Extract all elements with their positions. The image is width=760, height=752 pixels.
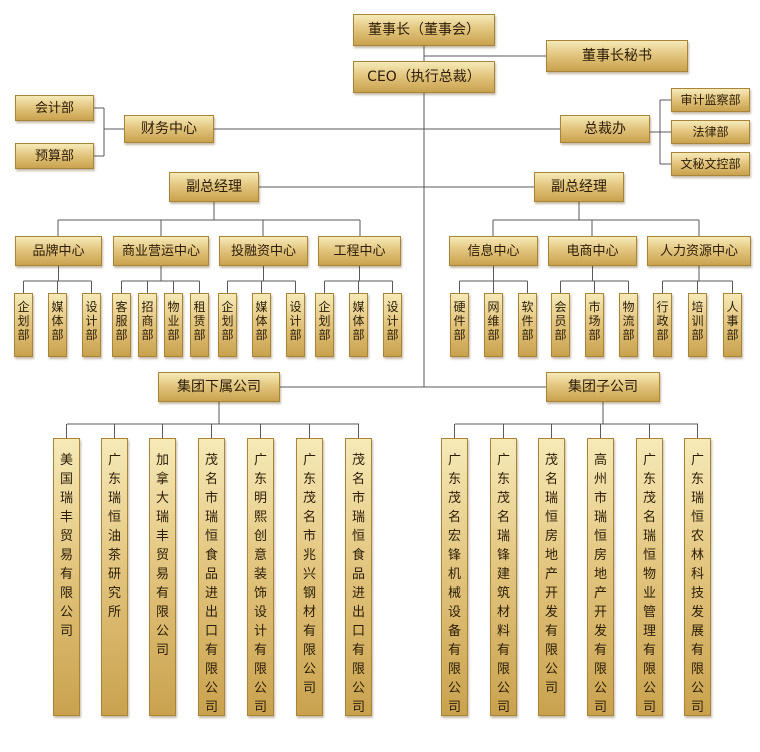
node-budget: 预算部 (15, 143, 94, 169)
node-dept-3-2: 设计部 (383, 293, 402, 357)
node-dept-4-1: 网维部 (484, 293, 503, 357)
node-dept-3-0: 企划部 (315, 293, 334, 357)
node-affiliate-company-1: 广东瑞恒油茶研究所 (101, 438, 128, 716)
node-dept-1-2: 物业部 (164, 293, 183, 357)
node-document-control: 文秘文控部 (671, 152, 750, 176)
node-vp-left: 副总经理 (169, 172, 259, 202)
node-group-affiliates: 集团下属公司 (158, 372, 280, 402)
node-center-5: 电商中心 (548, 236, 637, 266)
node-dept-1-0: 客服部 (112, 293, 131, 357)
node-subsidiary-company-5: 广东瑞恒农林科技发展有限公司 (684, 438, 711, 716)
node-dept-0-0: 企划部 (14, 293, 33, 357)
node-vp-right: 副总经理 (534, 172, 624, 202)
node-affiliate-company-4: 广东明熙创意装饰设计有限公司 (247, 438, 274, 716)
node-subsidiary-company-4: 广东茂名瑞恒物业管理有限公司 (636, 438, 663, 716)
node-chairman: 董事长（董事会） (353, 14, 495, 46)
node-dept-5-2: 物流部 (619, 293, 638, 357)
node-dept-4-0: 硬件部 (450, 293, 469, 357)
node-dept-0-2: 设计部 (82, 293, 101, 357)
node-dept-5-1: 市场部 (585, 293, 604, 357)
node-ceo: CEO（执行总裁） (353, 61, 495, 93)
node-center-2: 投融资中心 (219, 236, 308, 266)
node-accounting: 会计部 (15, 95, 94, 121)
node-dept-1-1: 招商部 (138, 293, 157, 357)
node-dept-6-0: 行政部 (653, 293, 672, 357)
node-subsidiary-company-1: 广东茂名瑞锋建筑材料有限公司 (490, 438, 517, 716)
node-dept-2-1: 媒体部 (252, 293, 271, 357)
node-center-4: 信息中心 (449, 236, 538, 266)
node-group-subsidiaries: 集团子公司 (546, 372, 660, 402)
node-dept-2-2: 设计部 (286, 293, 305, 357)
node-dept-6-1: 培训部 (688, 293, 707, 357)
node-dept-0-1: 媒体部 (48, 293, 67, 357)
node-audit: 审计监察部 (671, 88, 750, 112)
node-subsidiary-company-3: 高州市瑞恒房地产开发有限公司 (587, 438, 614, 716)
node-center-0: 品牌中心 (15, 236, 102, 266)
node-legal: 法律部 (671, 120, 750, 144)
node-center-1: 商业营运中心 (113, 236, 209, 266)
node-affiliate-company-0: 美国瑞丰贸易有限公司 (53, 438, 80, 716)
node-finance-center: 财务中心 (124, 115, 214, 143)
node-dept-1-3: 租赁部 (190, 293, 209, 357)
node-dept-4-2: 软件部 (518, 293, 537, 357)
node-affiliate-company-2: 加拿大瑞丰贸易有限公司 (149, 438, 176, 716)
node-affiliate-company-5: 广东茂名市兆兴钢材有限公司 (296, 438, 323, 716)
node-dept-5-0: 会员部 (551, 293, 570, 357)
node-center-6: 人力资源中心 (647, 236, 751, 266)
node-dept-6-2: 人事部 (723, 293, 742, 357)
node-chairman-secretary: 董事长秘书 (546, 40, 688, 72)
node-center-3: 工程中心 (318, 236, 401, 266)
node-dept-2-0: 企划部 (218, 293, 237, 357)
node-subsidiary-company-2: 茂名瑞恒房地产开发有限公司 (538, 438, 565, 716)
node-affiliate-company-6: 茂名市瑞恒食品进出口有限公司 (345, 438, 372, 716)
node-affiliate-company-3: 茂名市瑞恒食品进出口有限公司 (198, 438, 225, 716)
node-dept-3-1: 媒体部 (349, 293, 368, 357)
node-subsidiary-company-0: 广东茂名宏锋机械设备有限公司 (441, 438, 468, 716)
node-president-office: 总裁办 (560, 115, 650, 143)
